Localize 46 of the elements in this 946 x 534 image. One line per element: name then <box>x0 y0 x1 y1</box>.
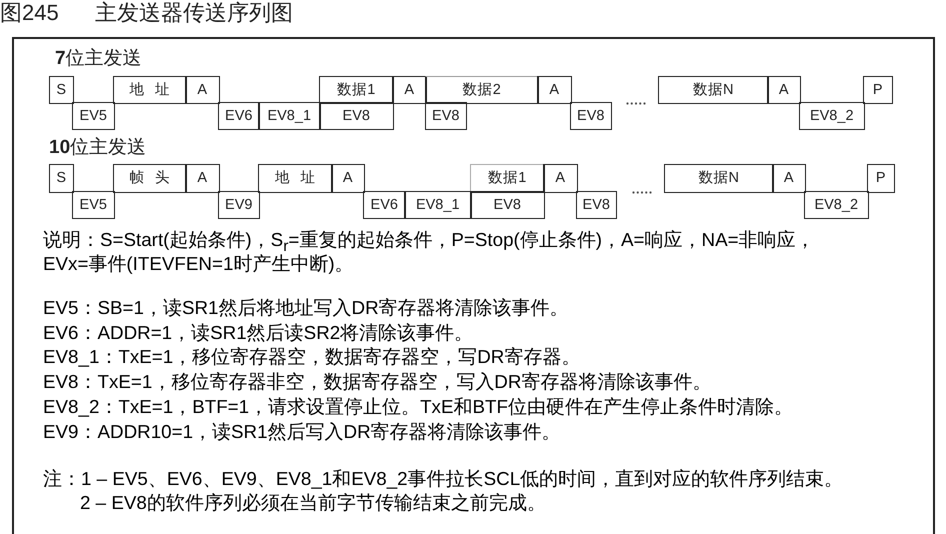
event-cell: EV9 <box>218 191 260 218</box>
bus-field-cell: A <box>185 164 220 192</box>
bus-field-cell: 数据1 <box>319 76 394 104</box>
event-cell: EV6 <box>218 102 260 130</box>
bus-field-cell: 帧头 <box>113 164 186 192</box>
bus-field-cell: P <box>863 76 892 104</box>
event-cell: EV8 <box>319 102 394 130</box>
bus-field-cell: 数据N <box>664 164 774 192</box>
bus-field-cell: A <box>185 76 220 104</box>
bus-field-cell: 数据N <box>658 76 768 104</box>
event-cell: EV8 <box>470 191 544 218</box>
bus-field-cell: S <box>49 164 74 192</box>
bus-field-cell: 数据2 <box>425 76 538 104</box>
bus-field-cell: S <box>49 76 74 104</box>
note-text: EV6：ADDR=1，读SR1然后读SR2将清除该事件。 <box>43 321 474 345</box>
event-cell: EV8_1 <box>404 191 472 218</box>
note-text: 2 – EV8的软件序列必须在当前字节传输结束之前完成。 <box>80 491 546 515</box>
event-cell: EV8_2 <box>799 102 864 130</box>
note-text: EV5：SB=1，读SR1然后将地址写入DR寄存器将清除该事件。 <box>43 296 569 320</box>
bus-field-cell: P <box>867 164 894 192</box>
note-text: 说明：S=Start(起始条件)，S$_{r}$=重复的起始条件，P=Stop(停止条件)，A=响应，NA=非响应，EVx=事件(ITEVFEN=1时产生中断)。 <box>43 228 816 276</box>
bus-field-cell: 地址 <box>113 76 186 104</box>
bus-field-cell: A <box>537 76 572 104</box>
bus-field-cell: A <box>767 76 800 104</box>
bus-field-cell: A <box>543 164 578 192</box>
event-cell: EV8 <box>425 102 466 130</box>
row-heading: 10位主发送 <box>49 137 146 159</box>
note-text: 注：1 – EV5、EV6、EV9、EV8_1和EV8_2事件拉长SCL低的时间，直到对应的软件序列结束。 <box>43 467 844 491</box>
event-cell: EV5 <box>72 191 114 218</box>
note-text: EV8_2：TxE=1，BTF=1，请求设置停止位。TxE和BTF位由硬件在产生停止条件时清除。 <box>43 395 793 419</box>
bus-field-cell: A <box>772 164 806 192</box>
figure-title: 图245 主发送器传送序列图 <box>0 0 293 25</box>
bus-field-cell: A <box>331 164 364 192</box>
bus-field-cell: 地址 <box>258 164 332 192</box>
row-heading: 7位主发送 <box>55 48 142 70</box>
event-cell: EV8 <box>576 191 616 218</box>
event-cell: EV8_2 <box>804 191 868 218</box>
event-cell: EV8_1 <box>258 102 320 130</box>
note-text: EV8_1：TxE=1，移位寄存器空，数据寄存器空，写DR寄存器。 <box>43 345 580 369</box>
bus-field-cell: 数据1 <box>470 164 544 192</box>
bus-field-cell: A <box>392 76 426 104</box>
event-cell: EV8 <box>570 102 612 130</box>
event-cell: EV5 <box>72 102 114 130</box>
note-text: EV8：TxE=1，移位寄存器非空，数据寄存器空，写入DR寄存器将清除该事件。 <box>43 370 712 394</box>
event-cell: EV6 <box>363 191 406 218</box>
note-text: EV9：ADDR10=1，读SR1然后写入DR寄存器将清除该事件。 <box>43 420 561 444</box>
